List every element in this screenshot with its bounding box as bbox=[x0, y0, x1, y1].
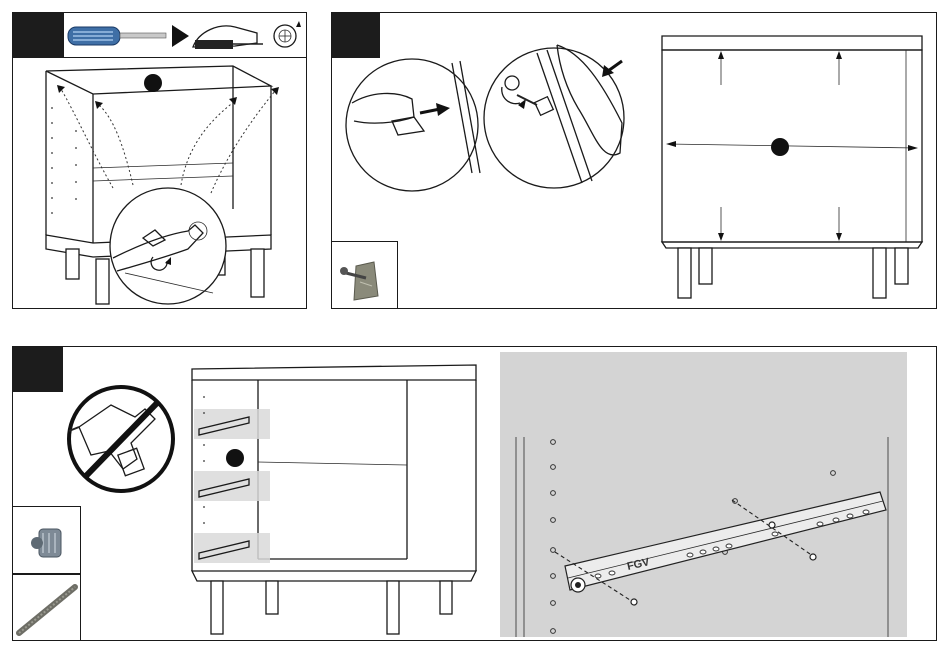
cam-bolt-icon bbox=[13, 507, 81, 575]
rail-detail-illustration: FGV bbox=[500, 352, 907, 637]
hand-insert-detail bbox=[346, 59, 480, 191]
step-2-panel bbox=[331, 12, 937, 309]
cam-bolt-inset bbox=[13, 506, 81, 574]
cabinet-rails-drawing bbox=[192, 365, 476, 634]
cabinet-carcass-drawing bbox=[46, 66, 279, 304]
cabinet-front-view bbox=[662, 36, 922, 298]
step-1-illustration bbox=[13, 13, 307, 309]
screwdriver-icon bbox=[68, 27, 166, 45]
dowel-rod-icon bbox=[13, 575, 81, 641]
rotate-clockwise-icon bbox=[274, 21, 301, 47]
step-1-panel bbox=[12, 12, 307, 309]
drawer-rail: FGV bbox=[565, 492, 886, 592]
cam-screw-inset bbox=[332, 241, 398, 309]
no-drill-icon bbox=[69, 387, 173, 491]
screwdriver-hand-detail bbox=[484, 45, 624, 188]
step-2-illustration bbox=[332, 13, 937, 309]
cam-screw-icon bbox=[332, 242, 398, 309]
dowel-inset bbox=[13, 574, 81, 641]
step-3-panel: FGV bbox=[12, 346, 937, 641]
rail-detail-box: FGV bbox=[500, 352, 907, 637]
